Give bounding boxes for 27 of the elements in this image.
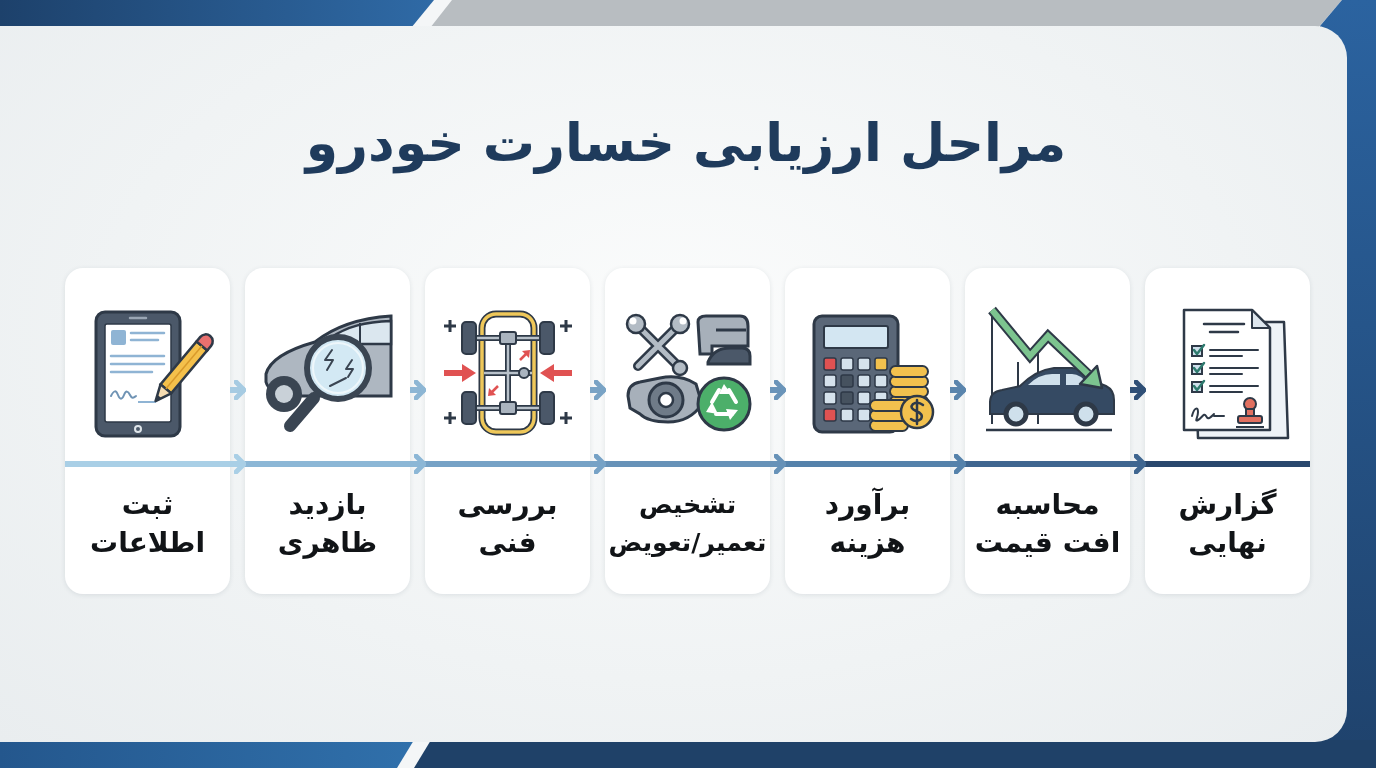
step-card (605, 268, 770, 594)
arrow (590, 453, 607, 475)
arrow (410, 453, 427, 475)
step-label: بررسی فنی (457, 487, 558, 561)
arrow (230, 453, 247, 475)
step-card (1145, 268, 1310, 594)
chevron-arrow (410, 379, 427, 401)
step-card (425, 268, 590, 594)
chevron-arrow (950, 379, 967, 401)
step-label: برآورد هزینه (824, 486, 911, 561)
step-card (245, 268, 410, 594)
arrow (1130, 453, 1147, 475)
arrow (770, 453, 787, 475)
step-label: بازدید ظاهری (277, 487, 378, 561)
chevron-arrow (1130, 379, 1147, 401)
step-card (65, 268, 230, 594)
step-label: تشخیص تعمیر/تعویض (608, 489, 767, 560)
step-label: محاسبه افت قیمت (974, 487, 1121, 561)
step-card (965, 268, 1130, 594)
step-card (785, 268, 950, 594)
step-label: گزارش نهایی (1178, 487, 1277, 561)
step-label: ثبت اطلاعات (90, 487, 205, 561)
chevron-arrow (770, 379, 787, 401)
chevron-arrow (230, 379, 247, 401)
arrow (950, 453, 967, 475)
title: مراحل ارزیابی خسارت خودرو (305, 112, 1067, 176)
chevron-arrow (590, 379, 607, 401)
